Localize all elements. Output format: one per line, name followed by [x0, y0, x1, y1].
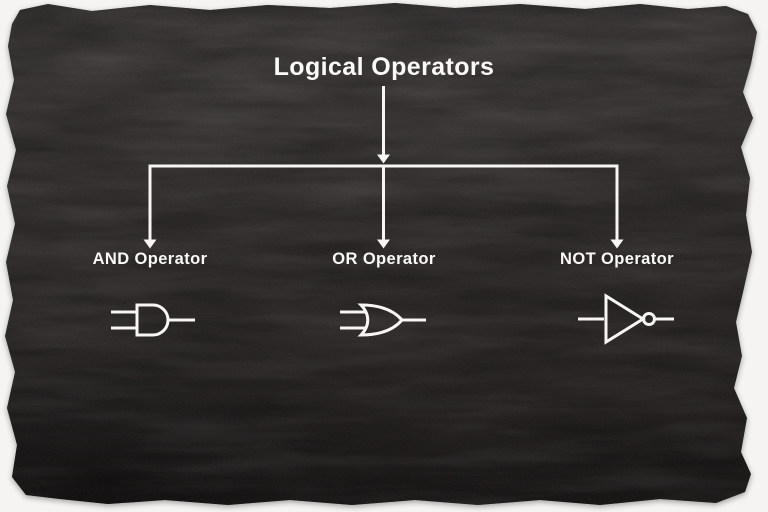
arrowhead-not — [610, 239, 624, 249]
arrowhead-or — [377, 239, 390, 249]
node-label-or: OR Operator — [332, 250, 436, 268]
arrowhead-center-top — [377, 154, 390, 164]
and-gate-icon — [111, 303, 195, 337]
page-title: Logical Operators — [273, 53, 495, 81]
arrowhead-and — [143, 239, 157, 249]
or-gate-icon — [340, 303, 426, 337]
not-gate-icon — [578, 293, 674, 345]
node-label-not: NOT Operator — [560, 250, 674, 268]
node-label-and: AND Operator — [92, 250, 208, 268]
